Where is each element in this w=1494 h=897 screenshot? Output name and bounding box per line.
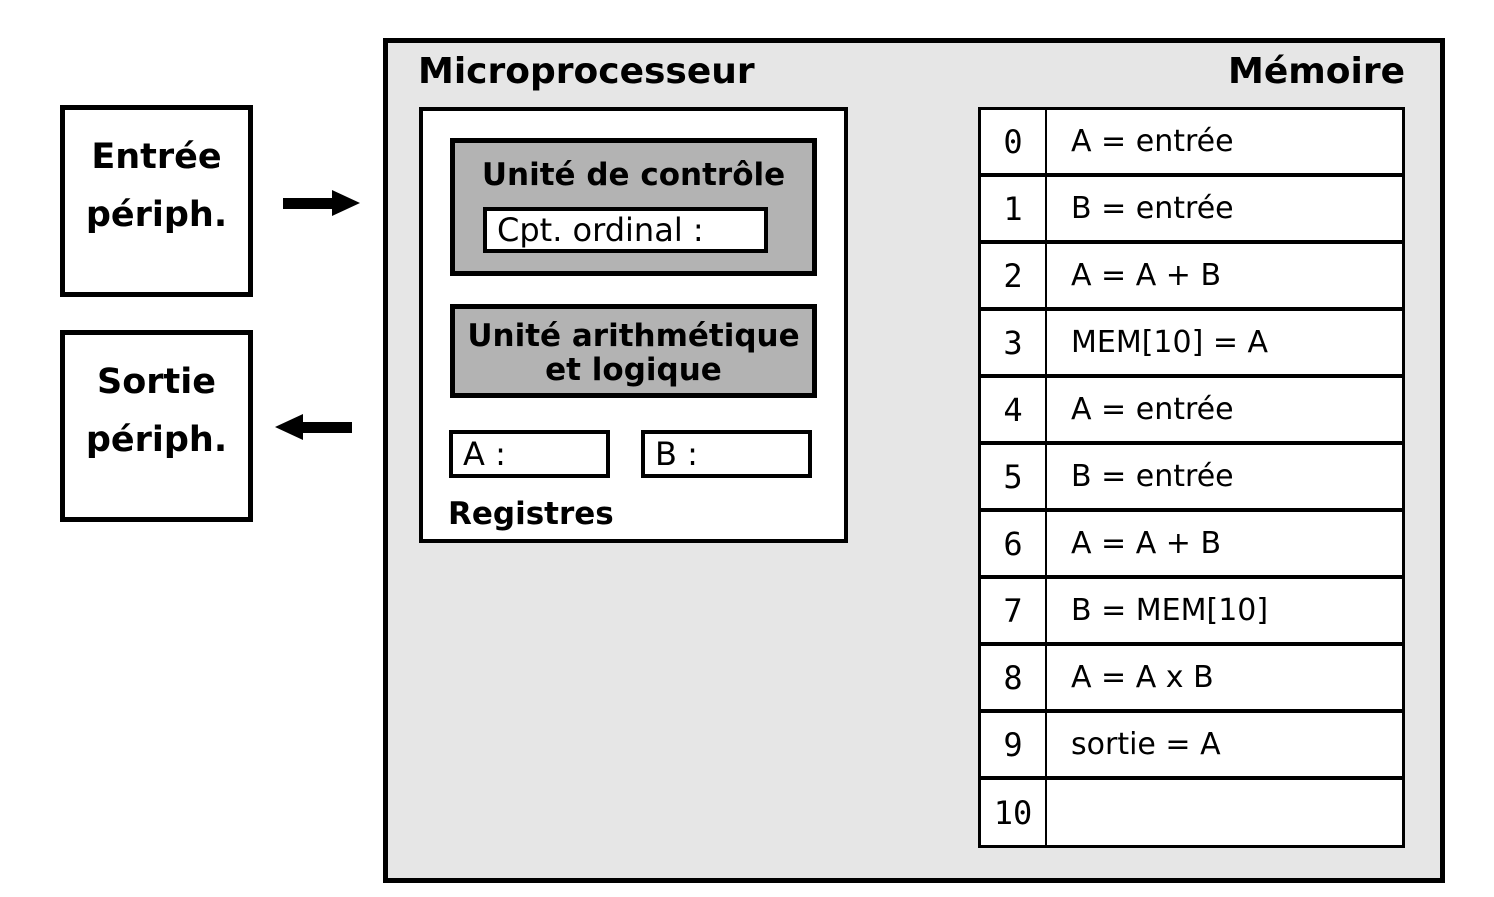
input-peripheral-label-line1: Entrée bbox=[91, 137, 222, 177]
arrow-head-left bbox=[275, 414, 303, 440]
memory-row: 9 sortie = A bbox=[981, 713, 1402, 780]
memory-row: 8 A = A x B bbox=[981, 646, 1402, 713]
memory-row: 4 A = entrée bbox=[981, 378, 1402, 445]
memory-instruction: MEM[10] = A bbox=[1071, 325, 1269, 360]
microprocessor-box: Unité de contrôle Cpt. ordinal : Unité a… bbox=[419, 107, 848, 543]
memory-instruction: A = A + B bbox=[1071, 258, 1222, 293]
registers-label: Registres bbox=[448, 496, 614, 532]
memory-row: 7 B = MEM[10] bbox=[981, 579, 1402, 646]
memory-row: 0 A = entrée bbox=[981, 110, 1402, 177]
memory-instruction: A = entrée bbox=[1071, 124, 1234, 159]
memory-row: 3 MEM[10] = A bbox=[981, 311, 1402, 378]
system-panel: Microprocesseur Mémoire Unité de contrôl… bbox=[383, 38, 1445, 883]
memory-address: 9 bbox=[981, 713, 1047, 776]
input-peripheral-box: Entrée périph. bbox=[60, 105, 253, 297]
memory-instruction: B = MEM[10] bbox=[1071, 593, 1269, 628]
memory-instruction: B = entrée bbox=[1071, 191, 1234, 226]
control-unit-box: Unité de contrôle Cpt. ordinal : bbox=[450, 138, 817, 276]
memory-table: 0 A = entrée 1 B = entrée 2 A = A + B 3 MEM[10]… bbox=[978, 107, 1405, 848]
memory-address: 0 bbox=[981, 110, 1047, 173]
memory-instruction bbox=[1047, 780, 1402, 845]
memory-row: 1 B = entrée bbox=[981, 177, 1402, 244]
register-a-field: A : bbox=[449, 430, 610, 478]
program-counter-field: Cpt. ordinal : bbox=[483, 207, 768, 253]
memory-address: 10 bbox=[981, 780, 1047, 845]
memory-address: 3 bbox=[981, 311, 1047, 374]
arrow-shaft bbox=[283, 197, 332, 209]
memory-address: 6 bbox=[981, 512, 1047, 575]
memory-row: 10 bbox=[981, 780, 1402, 845]
memory-address: 7 bbox=[981, 579, 1047, 642]
microprocessor-title: Microprocesseur bbox=[418, 51, 755, 92]
memory-row: 5 B = entrée bbox=[981, 445, 1402, 512]
alu-label-line2: et logique bbox=[545, 352, 722, 388]
memory-address: 4 bbox=[981, 378, 1047, 441]
output-peripheral-box: Sortie périph. bbox=[60, 330, 253, 522]
memory-row: 2 A = A + B bbox=[981, 244, 1402, 311]
input-peripheral-label-line2: périph. bbox=[85, 195, 228, 235]
alu-box: Unité arithmétique et logique bbox=[450, 304, 817, 398]
processor-to-output-arrow-icon bbox=[275, 413, 352, 441]
memory-address: 5 bbox=[981, 445, 1047, 508]
memory-instruction: B = entrée bbox=[1071, 459, 1234, 494]
input-to-processor-arrow-icon bbox=[283, 189, 360, 217]
memory-title: Mémoire bbox=[1228, 51, 1405, 92]
memory-address: 8 bbox=[981, 646, 1047, 709]
arrow-shaft bbox=[303, 421, 352, 433]
memory-instruction: A = entrée bbox=[1071, 392, 1234, 427]
memory-row: 6 A = A + B bbox=[981, 512, 1402, 579]
output-peripheral-label-line1: Sortie bbox=[97, 362, 216, 402]
control-unit-label: Unité de contrôle bbox=[481, 157, 786, 193]
alu-label-line1: Unité arithmétique bbox=[467, 318, 800, 354]
memory-instruction: sortie = A bbox=[1071, 727, 1221, 762]
arrow-head-right bbox=[332, 190, 360, 216]
memory-address: 1 bbox=[981, 177, 1047, 240]
output-peripheral-label-line2: périph. bbox=[85, 420, 228, 460]
memory-instruction: A = A + B bbox=[1071, 526, 1222, 561]
register-b-field: B : bbox=[641, 430, 812, 478]
memory-instruction: A = A x B bbox=[1071, 660, 1214, 695]
memory-address: 2 bbox=[981, 244, 1047, 307]
